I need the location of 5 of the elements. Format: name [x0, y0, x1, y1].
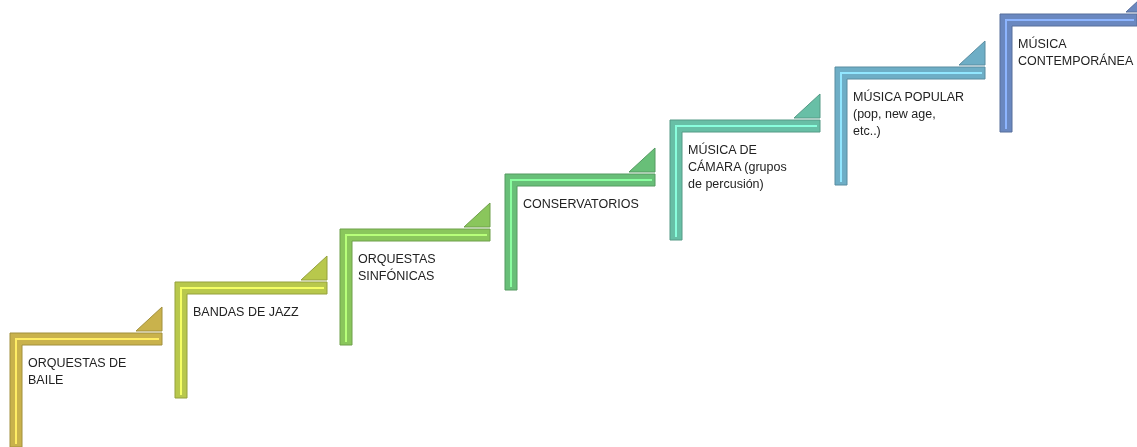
step-label: MÚSICA DE CÁMARA (grupos de percusión)	[688, 142, 788, 193]
step-label: ORQUESTAS SINFÓNICAS	[358, 251, 437, 285]
step-label: ORQUESTAS DE BAILE	[28, 355, 128, 389]
step-label: MÚSICA POPULAR (pop, new age, etc..)	[853, 89, 965, 140]
step-label: BANDAS DE JAZZ	[193, 304, 300, 321]
